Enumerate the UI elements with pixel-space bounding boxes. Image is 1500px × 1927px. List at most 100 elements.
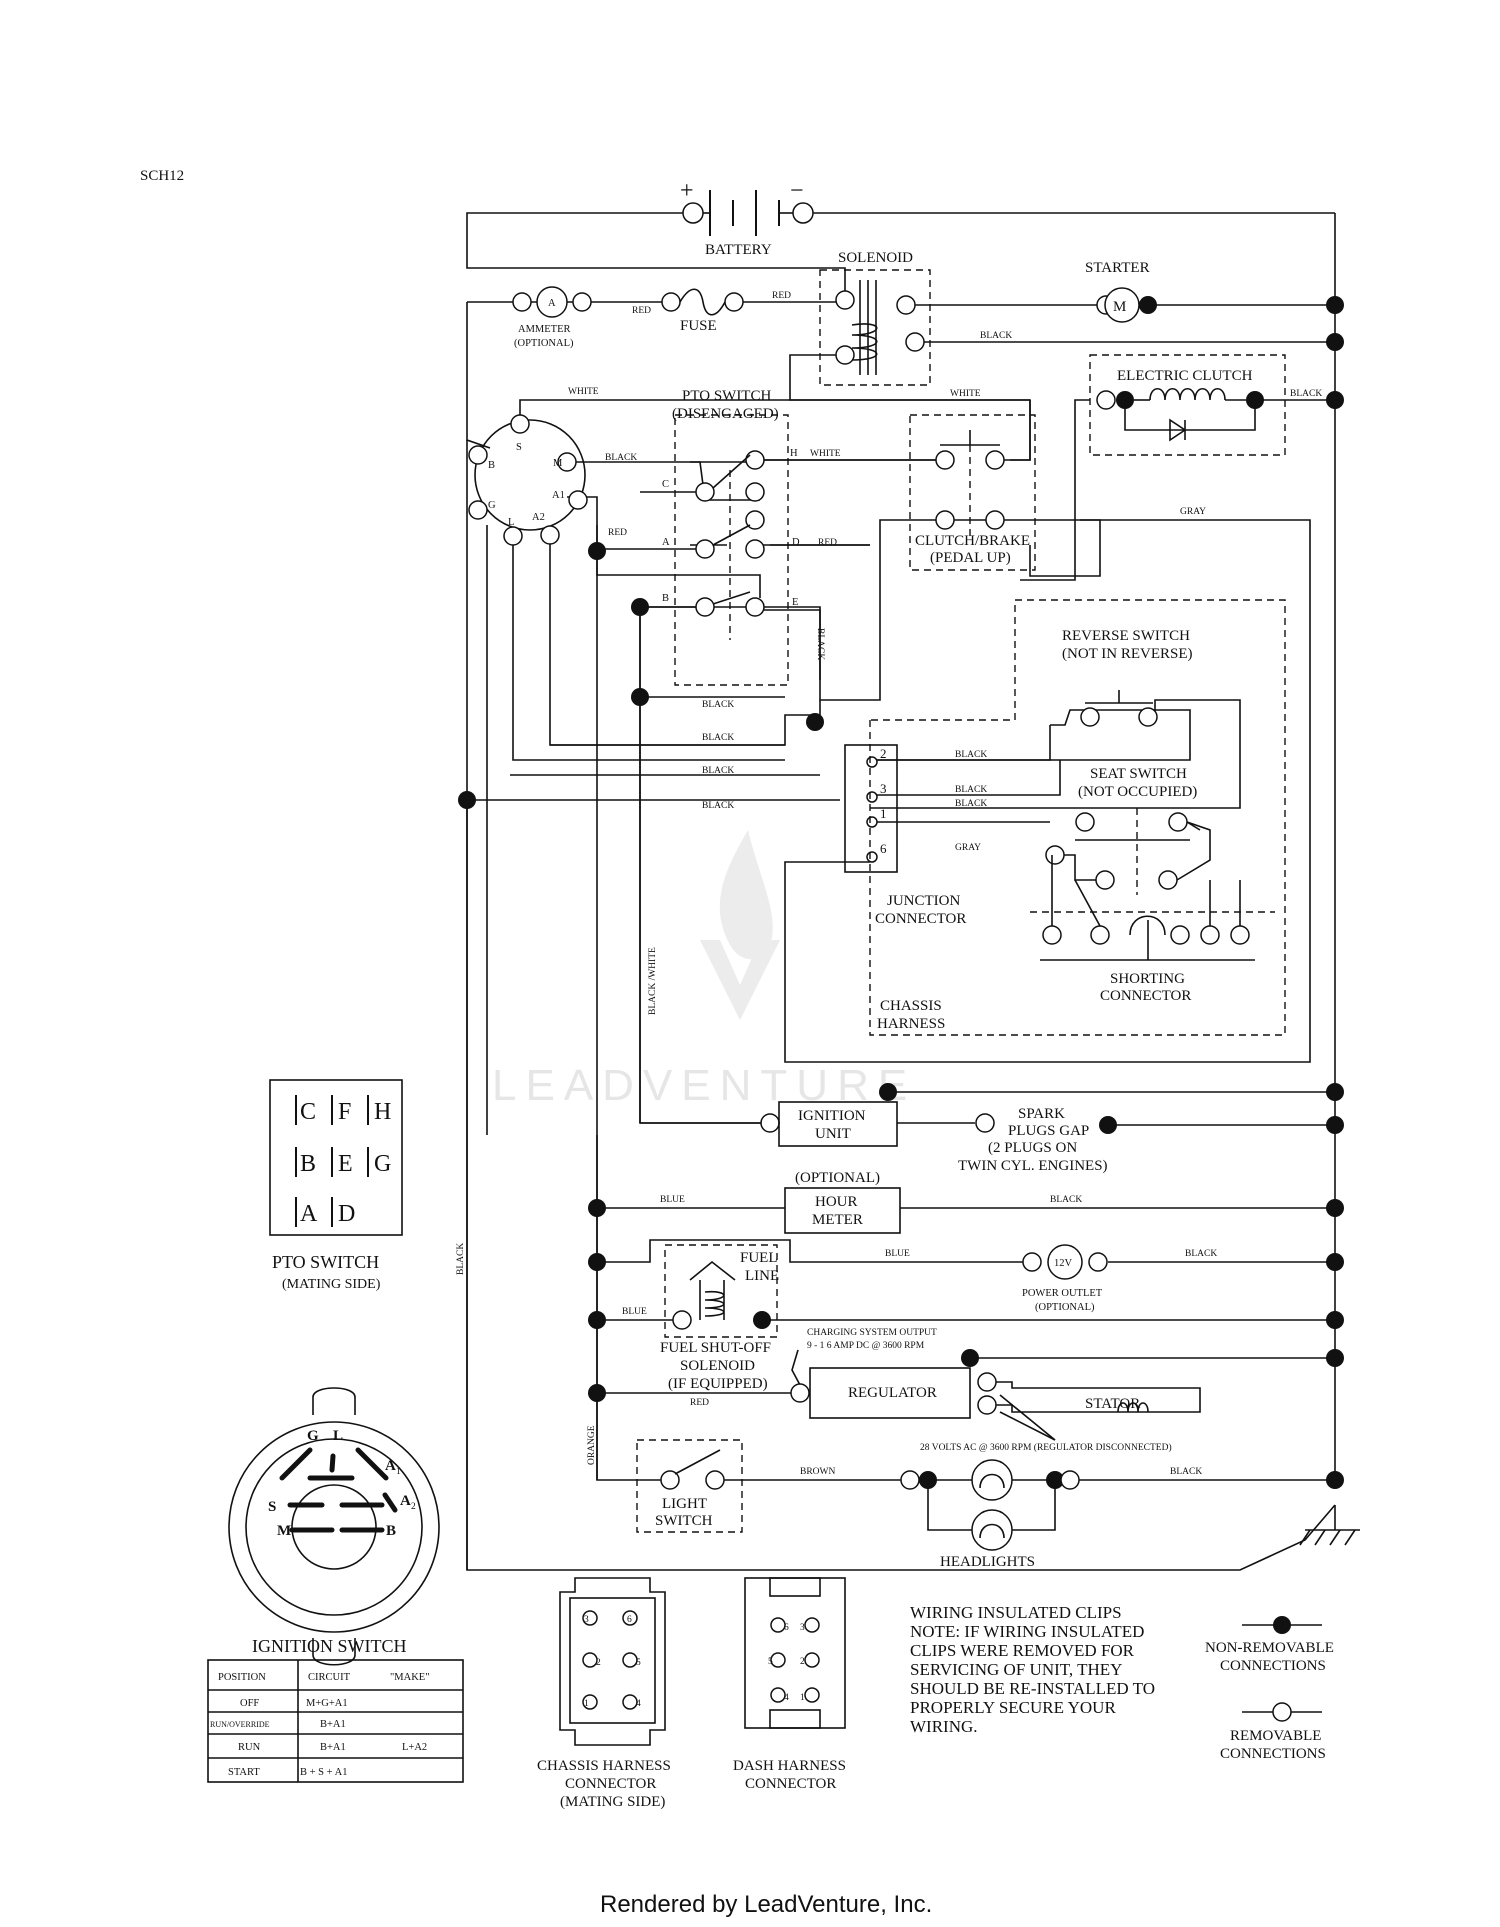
fuse-label: FUSE bbox=[680, 318, 717, 334]
spark-line3: (2 PLUGS ON bbox=[988, 1140, 1077, 1156]
ignition-unit: IGNITION UNIT bbox=[760, 1101, 898, 1147]
shorting-line1: SHORTING bbox=[1110, 971, 1185, 987]
hour-meter-optional: (OPTIONAL) bbox=[795, 1170, 880, 1186]
table-row-circuit: B+A1 bbox=[320, 1742, 346, 1753]
junction-line2: CONNECTOR bbox=[875, 911, 966, 927]
chassis-pin-2: 2 bbox=[596, 1658, 601, 1668]
stator-ac: 28 VOLTS AC @ 3600 RPM (REGULATOR DISCON… bbox=[920, 1442, 1172, 1453]
pto-terminal-e: E bbox=[792, 597, 798, 608]
dash-pin-3: 3 bbox=[800, 1623, 805, 1633]
ign-terminal-s: S bbox=[516, 442, 522, 453]
chassis-pin-4: 4 bbox=[636, 1699, 641, 1709]
power-outlet-line1: POWER OUTLET bbox=[1022, 1288, 1103, 1299]
ammeter: A AMMETER (OPTIONAL) bbox=[512, 286, 592, 349]
chassis-connector-line3: (MATING SIDE) bbox=[560, 1794, 665, 1810]
ign-terminal-m: M bbox=[553, 458, 563, 469]
light-switch-line1: LIGHT bbox=[662, 1496, 707, 1512]
chassis-pin-1: 1 bbox=[584, 1699, 589, 1709]
power-outlet: 12V POWER OUTLET (OPTIONAL) bbox=[1022, 1244, 1108, 1313]
ign-face-l: L bbox=[333, 1428, 343, 1444]
fuel-line-line1: FUEL bbox=[740, 1250, 778, 1266]
starter: M STARTER bbox=[1085, 260, 1157, 323]
wire-gray-2: GRAY bbox=[955, 843, 981, 853]
hour-meter-line1: HOUR bbox=[815, 1194, 858, 1210]
ign-face-m: M bbox=[277, 1523, 291, 1539]
chassis-harness-line2: HARNESS bbox=[877, 1016, 945, 1032]
hour-meter: (OPTIONAL) HOUR METER bbox=[784, 1170, 901, 1234]
note-line: PROPERLY SECURE YOUR bbox=[910, 1698, 1116, 1717]
charging-output-line2: 9 - 1 6 AMP DC @ 3600 RPM bbox=[807, 1341, 925, 1351]
wire-black-1: BLACK bbox=[980, 331, 1012, 341]
wire-blue-1: BLUE bbox=[660, 1195, 685, 1205]
spark-line4: TWIN CYL. ENGINES) bbox=[958, 1158, 1108, 1174]
pto-pin-h: H bbox=[374, 1099, 391, 1125]
reverse-switch-label: REVERSE SWITCH bbox=[1062, 628, 1190, 644]
diagram-id: SCH12 bbox=[140, 168, 184, 184]
wire-black-12: BLACK bbox=[1185, 1249, 1217, 1259]
spark-plugs: SPARK PLUGS GAP (2 PLUGS ON TWIN CYL. EN… bbox=[958, 1106, 1117, 1174]
hour-meter-line2: METER bbox=[812, 1212, 863, 1228]
chassis-harness-area: CHASSIS HARNESS bbox=[869, 599, 1286, 1036]
table-row-position: RUN/OVERRIDE bbox=[210, 1720, 270, 1729]
clutch-brake-switch: CLUTCH/BRAKE (PEDAL UP) bbox=[909, 400, 1036, 571]
headlights: HEADLIGHTS bbox=[900, 1459, 1080, 1570]
junction-pin-3: 3 bbox=[880, 781, 887, 796]
ign-terminal-l: L bbox=[508, 517, 514, 528]
pto-pin-g: G bbox=[374, 1151, 391, 1177]
pto-pin-f: F bbox=[338, 1099, 351, 1125]
table-row-extra: L+A2 bbox=[402, 1742, 427, 1753]
junction-pin-6: 6 bbox=[880, 841, 887, 856]
dash-connector-line2: CONNECTOR bbox=[745, 1776, 836, 1792]
legend-non-removable-line2: CONNECTIONS bbox=[1220, 1658, 1326, 1674]
wire-labels: RED RED BLACK WHITE WHITE BLACK BLACK WH… bbox=[456, 291, 1322, 1477]
chassis-harness-connector: 3 6 2 5 1 4 CHASSIS HARNESS CONNECTOR (M… bbox=[537, 1577, 671, 1810]
wire-white-1: WHITE bbox=[568, 387, 599, 397]
wire-black-2: BLACK bbox=[1290, 389, 1322, 399]
table-row-circuit: B+A1 bbox=[320, 1719, 346, 1730]
shorting-line2: CONNECTOR bbox=[1100, 988, 1191, 1004]
regulator-label: REGULATOR bbox=[848, 1385, 937, 1401]
battery-plus: + bbox=[680, 178, 694, 204]
wire-black-8: BLACK bbox=[955, 750, 987, 760]
legend-non-removable-line1: NON-REMOVABLE bbox=[1205, 1640, 1334, 1656]
pto-terminal-c: C bbox=[662, 479, 669, 490]
spark-line2: PLUGS GAP bbox=[1008, 1123, 1089, 1139]
wire-red-2: RED bbox=[772, 291, 791, 301]
wire-white-3: WHITE bbox=[810, 449, 841, 459]
ignition-switch-label: IGNITION SWITCH bbox=[252, 1636, 406, 1656]
pto-switch: PTO SWITCH (DISENGAGED) C H A D B E bbox=[597, 388, 940, 686]
pto-terminal-d: D bbox=[792, 537, 800, 548]
dash-pin-5: 5 bbox=[768, 1657, 773, 1667]
legend: NON-REMOVABLE CONNECTIONS REMOVABLE CONN… bbox=[1205, 1616, 1334, 1762]
wire-black-9: BLACK bbox=[955, 785, 987, 795]
note-line: WIRING. bbox=[910, 1717, 978, 1736]
table-row-position: RUN bbox=[238, 1742, 261, 1753]
junction-pin-1: 1 bbox=[880, 806, 887, 821]
wire-red-5: RED bbox=[690, 1398, 709, 1408]
wire-black-left: BLACK bbox=[456, 1243, 466, 1275]
pto-mating-sub: (MATING SIDE) bbox=[282, 1277, 381, 1292]
regulator: CHARGING SYSTEM OUTPUT 9 - 1 6 AMP DC @ … bbox=[790, 1328, 1201, 1453]
pto-pin-b: B bbox=[300, 1151, 316, 1177]
charging-output-line1: CHARGING SYSTEM OUTPUT bbox=[807, 1328, 937, 1338]
reverse-switch: REVERSE SWITCH (NOT IN REVERSE) bbox=[1062, 628, 1193, 727]
wire-red-4: RED bbox=[818, 538, 837, 548]
chassis-harness-line1: CHASSIS bbox=[880, 998, 942, 1014]
fuel-solenoid-line1: FUEL SHUT-OFF bbox=[660, 1340, 771, 1356]
stator-label: STATOR bbox=[1085, 1396, 1140, 1412]
ignition-switch-face: G L A 1 S A 2 M B IGNITION SWITCH bbox=[228, 1387, 440, 1666]
wire-black-vert: BLACK bbox=[815, 628, 825, 660]
note-block: WIRING INSULATED CLIPS NOTE: IF WIRING I… bbox=[910, 1603, 1155, 1736]
starter-symbol: M bbox=[1113, 299, 1126, 315]
dash-pin-2: 2 bbox=[800, 1657, 805, 1667]
table-row-position: OFF bbox=[240, 1698, 259, 1709]
solenoid: SOLENOID bbox=[819, 250, 931, 386]
starter-label: STARTER bbox=[1085, 260, 1150, 276]
clutch-brake-sub: (PEDAL UP) bbox=[930, 550, 1011, 566]
table-header-make: "MAKE" bbox=[390, 1672, 430, 1683]
solenoid-label: SOLENOID bbox=[838, 250, 913, 266]
pto-switch-label: PTO SWITCH bbox=[682, 388, 771, 404]
wire-blue-2: BLUE bbox=[885, 1249, 910, 1259]
wire-gray-1: GRAY bbox=[1180, 507, 1206, 517]
